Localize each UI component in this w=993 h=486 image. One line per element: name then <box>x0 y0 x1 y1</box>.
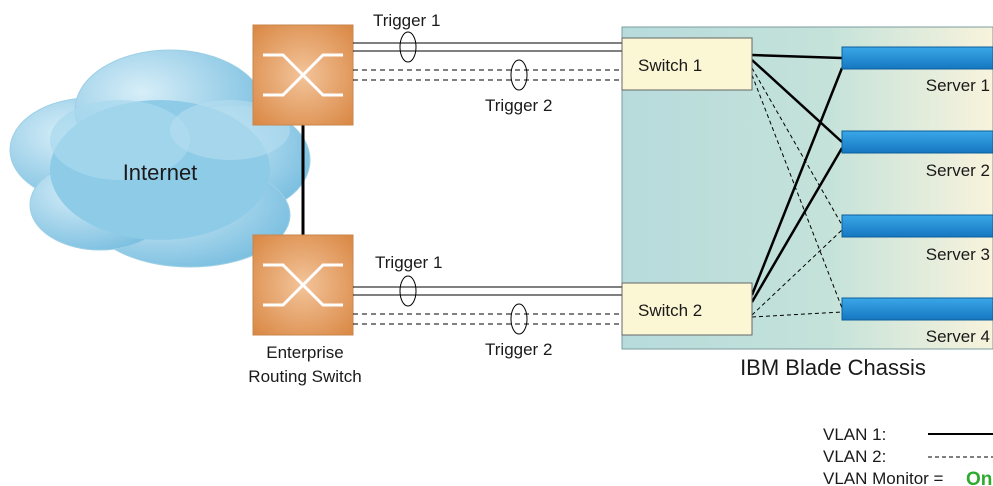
internet-label: Internet <box>123 160 198 185</box>
trigger-2-label-bottom: Trigger 2 <box>485 340 552 359</box>
server-4-label: Server 4 <box>926 327 990 346</box>
legend-vlan2-label: VLAN 2: <box>823 447 886 466</box>
vlan1-internal-links <box>750 53 844 303</box>
server-1-bar <box>841 46 993 70</box>
server-2-bar <box>841 130 993 154</box>
vlan2-internal-links <box>751 67 843 318</box>
chassis-label: IBM Blade Chassis <box>740 355 926 380</box>
switch-1-box <box>621 37 753 91</box>
switch-cross-icon <box>263 263 343 307</box>
switch-1-label: Switch 1 <box>638 56 702 75</box>
trigger-2-ring-top <box>510 59 528 91</box>
router-label-line2: Routing Switch <box>248 367 361 386</box>
internet-cloud <box>9 49 311 268</box>
router-label-line1: Enterprise <box>266 343 343 362</box>
router-bottom <box>252 234 354 336</box>
trigger-1-ring-bottom <box>399 275 417 307</box>
server-1-label: Server 1 <box>926 76 990 95</box>
server-2-label: Server 2 <box>926 161 990 180</box>
switch-cross-icon <box>263 53 343 97</box>
top-trunk <box>353 42 622 81</box>
switch-2-label: Switch 2 <box>638 301 702 320</box>
server-3-bar <box>841 214 993 238</box>
switch-2-box <box>621 282 753 336</box>
trigger-1-label-bottom: Trigger 1 <box>375 253 442 272</box>
legend-vlan1-label: VLAN 1: <box>823 425 886 444</box>
router-top <box>252 24 354 126</box>
server-4-bar <box>841 297 993 321</box>
server-3-label: Server 3 <box>926 245 990 264</box>
trigger-1-ring-top <box>399 31 417 63</box>
trigger-2-ring-bottom <box>510 303 528 335</box>
legend: VLAN 1: VLAN 2: VLAN Monitor = On <box>823 425 993 486</box>
trigger-1-label-top: Trigger 1 <box>373 11 440 30</box>
legend-monitor-value: On <box>966 469 992 486</box>
bottom-trunk <box>353 286 622 325</box>
legend-monitor-label: VLAN Monitor = <box>823 469 944 486</box>
trigger-2-label-top: Trigger 2 <box>485 96 552 115</box>
